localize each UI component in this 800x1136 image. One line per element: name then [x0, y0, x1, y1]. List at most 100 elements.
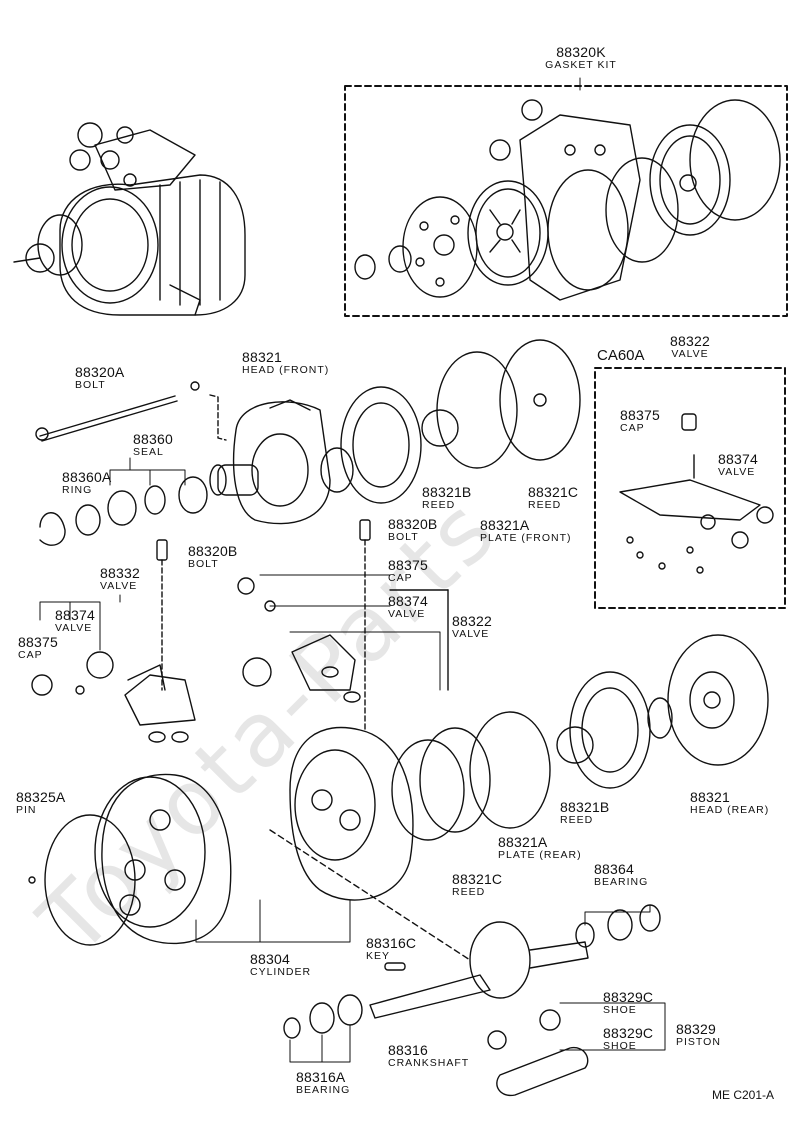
- part-name: KEY: [366, 950, 391, 962]
- part-label-88321C-top: 88321C REED: [528, 485, 578, 511]
- part-label-88304: 88304 CYLINDER: [250, 952, 311, 978]
- part-code: 88329C: [603, 989, 654, 1005]
- part-name: BOLT: [75, 379, 106, 391]
- part-label-88316C: 88316C KEY: [366, 936, 416, 962]
- part-label-88321A-bot: 88321A PLATE (REAR): [498, 835, 582, 861]
- part-name: CAP: [18, 649, 43, 661]
- part-label-88329C-a: 88329C SHOE: [603, 990, 653, 1016]
- figure-code: ME C201-A: [712, 1088, 775, 1102]
- part-code: 88320K: [556, 44, 606, 60]
- part-label-88364: 88364 BEARING: [594, 862, 648, 888]
- part-name: RING: [62, 484, 93, 496]
- part-code: 88321: [242, 349, 282, 365]
- part-label-88321C-bot: 88321C REED: [452, 872, 502, 898]
- part-label-88321-front: 88321 HEAD (FRONT): [242, 350, 329, 376]
- part-name: SHOE: [603, 1040, 637, 1052]
- part-label-88375-box: 88375 CAP: [620, 408, 660, 434]
- part-code: 88316: [388, 1042, 428, 1058]
- part-label-88374-left: 88374 VALVE: [55, 608, 95, 634]
- front-head-parts: [35, 339, 581, 546]
- part-code: 88360A: [62, 469, 112, 485]
- part-code: 88321: [690, 789, 730, 805]
- part-name: VALVE: [55, 622, 93, 634]
- part-code: 88321C: [452, 871, 503, 887]
- part-name: BEARING: [296, 1084, 351, 1096]
- part-label-88320A: 88320A BOLT: [75, 365, 124, 391]
- part-code: 88321C: [528, 484, 579, 500]
- part-label-88374-box: 88374 VALVE: [718, 452, 758, 478]
- part-label-88329C-b: 88329C SHOE: [603, 1026, 653, 1052]
- part-code: 88321B: [422, 484, 472, 500]
- part-label-88320B-b: 88320B BOLT: [188, 544, 237, 570]
- part-name: PLATE (FRONT): [480, 532, 572, 544]
- part-code: 88374: [388, 593, 428, 609]
- assembled-compressor: [13, 122, 246, 316]
- part-code: 88375: [388, 557, 428, 573]
- part-name: REED: [422, 499, 456, 511]
- part-name: BOLT: [188, 558, 219, 570]
- part-name: BOLT: [388, 531, 419, 543]
- part-name: PLATE (REAR): [498, 849, 582, 861]
- part-code: 88304: [250, 951, 290, 967]
- part-name: CAP: [620, 422, 645, 434]
- part-name: PIN: [16, 804, 37, 816]
- valve-box-parts: [619, 413, 774, 574]
- part-name: CAP: [388, 572, 413, 584]
- part-label-88316: 88316 CRANKSHAFT: [388, 1043, 469, 1069]
- part-label-88375-left: 88375 CAP: [18, 635, 58, 661]
- part-name: HEAD (FRONT): [242, 364, 330, 376]
- part-label-88320K: 88320K GASKET KIT: [545, 45, 617, 71]
- part-code: 88375: [18, 634, 58, 650]
- part-code: 88316A: [296, 1069, 346, 1085]
- part-label-88375-mid: 88375 CAP: [388, 558, 428, 584]
- part-code: 88320B: [188, 543, 238, 559]
- part-name: VALVE: [100, 580, 138, 592]
- part-label-88360A: 88360A RING: [62, 470, 111, 496]
- part-name: VALVE: [718, 466, 756, 478]
- part-name: CYLINDER: [250, 966, 312, 978]
- cylinder-rear-parts: [28, 634, 769, 961]
- part-code: 88321A: [480, 517, 530, 533]
- leader-lines: [39, 77, 666, 1063]
- part-name: HEAD (REAR): [690, 804, 770, 816]
- part-label-88374-mid: 88374 VALVE: [388, 594, 428, 620]
- part-name: VALVE: [452, 628, 490, 640]
- part-label-88316A: 88316A BEARING: [296, 1070, 350, 1096]
- part-label-88322-mid: 88322 VALVE: [452, 614, 492, 640]
- part-code: 88325A: [16, 789, 66, 805]
- part-code: 88374: [718, 451, 758, 467]
- part-code: 88322: [670, 333, 710, 349]
- part-name: CRANKSHAFT: [388, 1057, 470, 1069]
- part-label-88329: 88329 PISTON: [676, 1022, 721, 1048]
- part-code: 88375: [620, 407, 660, 423]
- part-label-88321B-top: 88321B REED: [422, 485, 471, 511]
- part-name: GASKET KIT: [545, 59, 617, 71]
- part-name: BEARING: [594, 876, 649, 888]
- part-label-88321-rear: 88321 HEAD (REAR): [690, 790, 769, 816]
- part-code: 88321A: [498, 834, 548, 850]
- part-label-88321A-top: 88321A PLATE (FRONT): [480, 518, 572, 544]
- part-name: SHOE: [603, 1004, 637, 1016]
- part-label-88360: 88360 SEAL: [133, 432, 173, 458]
- part-name: REED: [528, 499, 562, 511]
- gasket-kit-box: [344, 85, 788, 317]
- part-code: 88360: [133, 431, 173, 447]
- part-code: 88321B: [560, 799, 610, 815]
- part-code: 88332: [100, 565, 140, 581]
- part-code: 88316C: [366, 935, 417, 951]
- gasket-kit-parts: [354, 99, 781, 301]
- part-name: REED: [452, 886, 486, 898]
- part-name: REED: [560, 814, 594, 826]
- part-name: SEAL: [133, 446, 164, 458]
- part-code: 88320B: [388, 516, 438, 532]
- part-code: 88364: [594, 861, 634, 877]
- valve-group-title: CA60A: [597, 347, 645, 364]
- part-name: VALVE: [388, 608, 426, 620]
- part-label-88332: 88332 VALVE: [100, 566, 140, 592]
- part-label-88322-box: 88322 VALVE: [670, 334, 710, 360]
- mid-left-valve-parts: [31, 519, 449, 743]
- part-name: VALVE: [671, 348, 709, 360]
- part-code: 88320A: [75, 364, 125, 380]
- part-code: 88374: [55, 607, 95, 623]
